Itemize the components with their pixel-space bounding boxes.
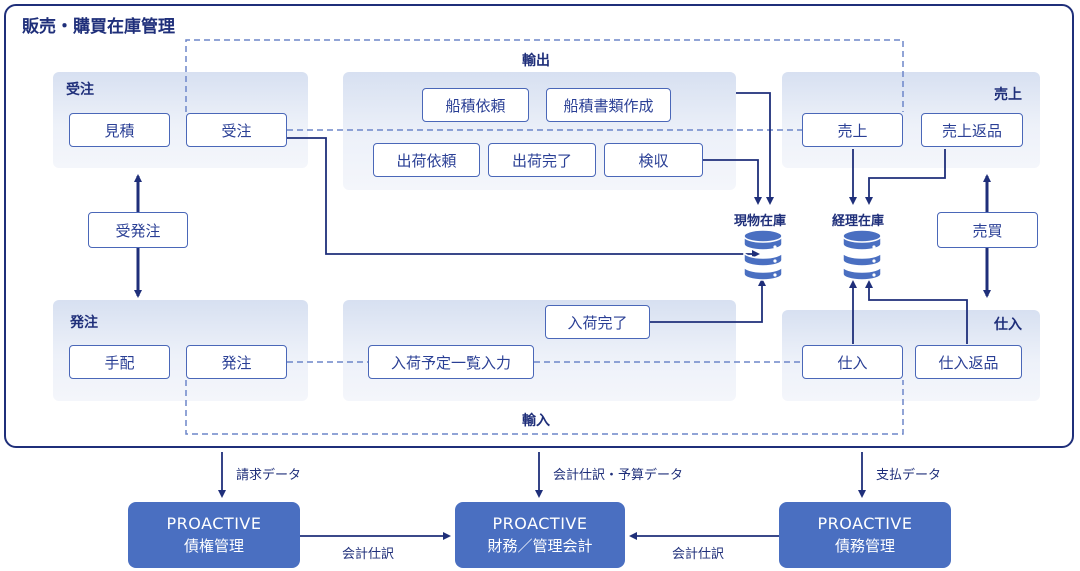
module-payables: PROACTIVE 債務管理 [779,502,951,568]
journal-left-label: 会計仕訳 [342,547,395,562]
box-estimate: 見積 [69,113,170,147]
box-purchase-return: 仕入返品 [915,345,1022,379]
group-label-purchase: 仕入 [994,317,1022,333]
module-receivables-name: 債権管理 [183,537,244,555]
module-receivables-brand: PROACTIVE [166,514,262,533]
box-arrangement: 手配 [69,345,170,379]
group-label-sales: 売上 [994,87,1022,103]
box-order-place: 発注 [186,345,287,379]
inspection-to-physical-stock-arrow [703,159,762,205]
billing-data-label: 請求データ [236,468,302,483]
box-trade-link: 売買 [937,212,1038,248]
module-payables-brand: PROACTIVE [817,514,913,533]
box-order-receive: 受注 [186,113,287,147]
module-finance-brand: PROACTIVE [492,514,588,533]
box-purchase: 仕入 [802,345,903,379]
box-dispatch-complete: 出荷完了 [488,143,596,177]
group-label-order-place: 発注 [70,315,98,331]
physical-stock-db-icon [743,229,783,281]
box-arrival-complete: 入荷完了 [545,305,650,339]
system-title: 販売・購買在庫管理 [22,17,175,37]
accounting-budget-data-label: 会計仕訳・予算データ [553,468,684,483]
export-to-physical-stock-arrow [736,92,774,205]
box-dispatch-request: 出荷依頼 [373,143,480,177]
group-label-import: 輸入 [522,413,550,429]
accounting-stock-label: 経理在庫 [832,214,885,229]
module-payables-name: 債務管理 [834,537,895,555]
payment-data-label: 支払データ [876,468,942,483]
module-finance: PROACTIVE 財務／管理会計 [455,502,625,568]
box-arrival-schedule-entry: 入荷予定一覧入力 [368,345,534,379]
module-receivables: PROACTIVE 債権管理 [128,502,300,568]
group-label-export: 輸出 [522,53,550,69]
journal-right-label: 会計仕訳 [672,547,725,562]
accounting-stock-db-icon [842,229,882,281]
physical-stock-label: 現物在庫 [734,214,787,229]
group-label-order-receive: 受注 [66,82,94,98]
box-shipping-documents: 船積書類作成 [546,88,671,122]
box-shipping-request: 船積依頼 [422,88,529,122]
system-frame [4,4,1074,448]
arrival-to-physical-stock-arrow [650,278,766,323]
box-sales-return: 売上返品 [921,113,1023,147]
module-finance-name: 財務／管理会計 [487,537,593,555]
purchase-return-to-accounting-stock-arrow [865,280,968,344]
order-to-physical-stock-arrow [287,137,760,258]
export-dashed-outline [185,39,904,112]
box-order-link: 受発注 [88,212,188,248]
sales-return-to-accounting-stock-arrow [865,149,946,205]
box-sales: 売上 [802,113,903,147]
import-dashed-outline [185,380,904,435]
box-inspection: 検収 [604,143,703,177]
